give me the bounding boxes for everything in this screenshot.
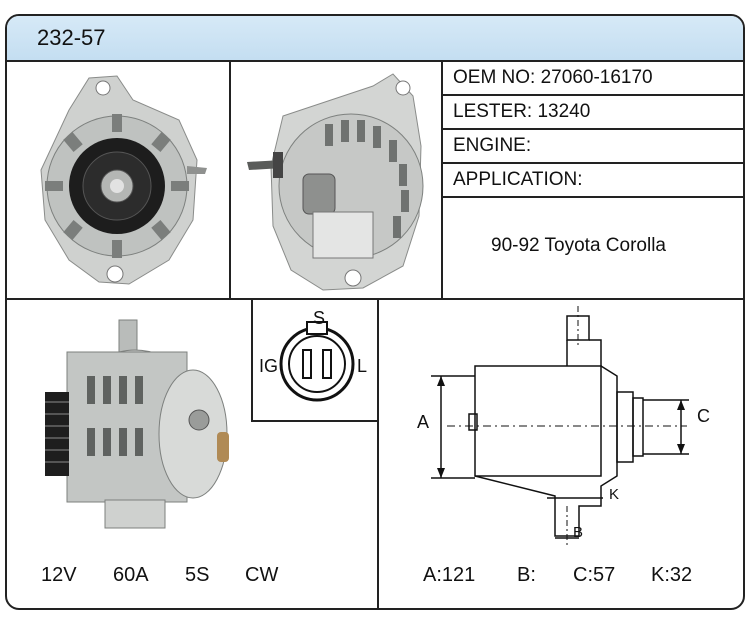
connector-label-ig: IG — [259, 356, 279, 376]
alternator-front-photo — [40, 75, 207, 285]
divider — [251, 420, 377, 422]
dimension-label-a: A — [417, 412, 430, 432]
dimension-label-c: C — [697, 406, 710, 426]
dimension-a-value: A:121 — [423, 564, 476, 586]
divider — [377, 298, 379, 608]
oem-number: OEM NO: 27060-16170 — [453, 67, 653, 88]
divider — [251, 298, 253, 422]
dimension-c-value: C:57 — [573, 564, 616, 586]
lester-number: LESTER: 13240 — [453, 101, 591, 122]
product-card: 232-57 OEM NO: 27060-16170 LESTER: 13240… — [5, 14, 745, 610]
header-bar: 232-57 — [7, 16, 743, 62]
dimension-k-value: K:32 — [651, 564, 693, 586]
application-value: 90-92 Toyota Corolla — [491, 235, 666, 256]
spec-grooves: 5S — [185, 564, 210, 586]
connector-diagram — [279, 321, 355, 402]
alternator-side-photo — [45, 319, 229, 529]
divider — [441, 60, 443, 300]
part-number-title: 232-57 — [37, 25, 106, 50]
dimension-label-b: B — [573, 524, 584, 541]
divider — [441, 196, 743, 198]
connector-label-l: L — [357, 356, 368, 376]
divider — [441, 162, 743, 164]
divider — [441, 94, 743, 96]
dimension-label-k: K — [609, 486, 620, 503]
divider — [229, 60, 231, 300]
divider — [7, 298, 743, 300]
dimension-drawing — [431, 306, 689, 546]
spec-rotation: CW — [245, 564, 279, 586]
connector-label-s: S — [313, 308, 326, 328]
engine-label: ENGINE: — [453, 135, 532, 156]
dimension-b-value: B: — [517, 564, 536, 586]
divider — [441, 128, 743, 130]
application-label: APPLICATION: — [453, 169, 583, 190]
spec-voltage: 12V — [41, 564, 77, 586]
alternator-rear-photo — [247, 73, 424, 291]
spec-amperage: 60A — [113, 564, 149, 586]
